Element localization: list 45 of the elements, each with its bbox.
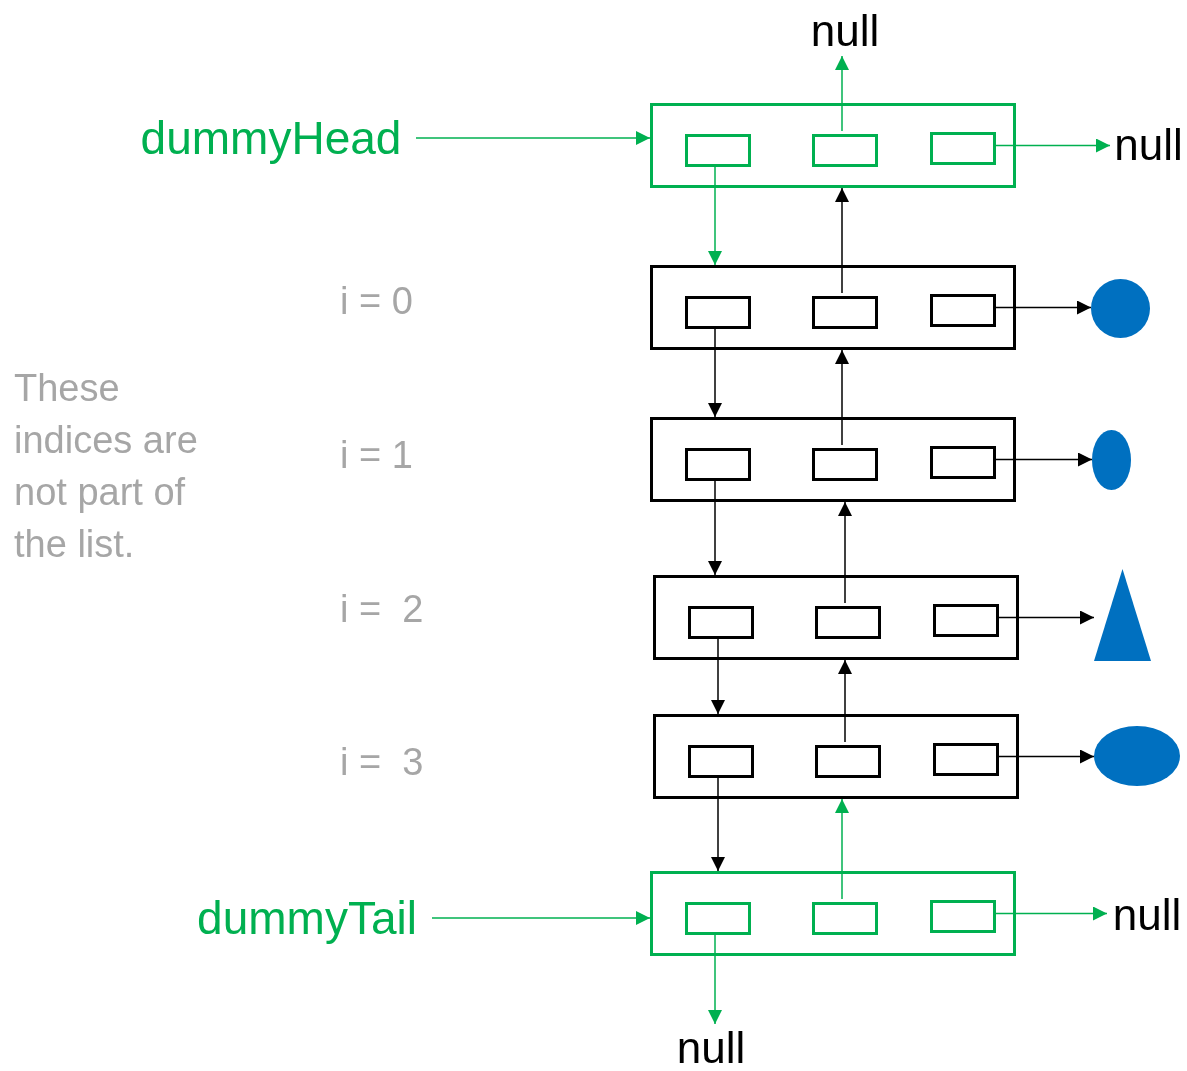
list-node-box [653,714,1019,799]
node-label: null [676,1026,746,1070]
pointer-field [933,604,999,637]
pointer-field [688,745,754,778]
pointer-field [930,446,996,479]
arrow [835,187,849,294]
pointer-field [688,606,754,639]
pointer-field [685,902,751,935]
arrow [835,349,849,446]
pointer-field [930,900,996,933]
node-label: null [810,9,880,53]
arrow [838,659,852,743]
pointer-field [930,132,996,165]
pointer-field [930,294,996,327]
list-node-box [653,575,1019,660]
index-label: i = 1 [340,436,414,474]
arrow [835,55,849,132]
pointer-field [685,134,751,167]
note-text: These indices are not part of the list. [14,366,199,567]
index-label: i = 3 [340,743,425,781]
arrow [838,501,852,604]
pointer-field [685,296,751,329]
triangle-shape [1094,569,1151,661]
node-label: null [1114,123,1183,167]
arrow [415,131,651,145]
pointer-field [812,902,878,935]
pointer-field [685,448,751,481]
list-node-box [650,417,1016,502]
pointer-field [815,745,881,778]
pointer-field [812,448,878,481]
oval-shape [1094,726,1180,786]
index-label: i = 0 [340,282,414,320]
list-node-box [650,871,1016,956]
arrow [835,798,849,900]
node-label: null [1112,893,1182,937]
pointer-field [815,606,881,639]
pointer-field [812,134,878,167]
oval-shape [1091,279,1150,338]
pointer-field [812,296,878,329]
arrow [431,911,651,925]
pointer-field [933,743,999,776]
oval-shape [1092,430,1131,490]
list-node-box [650,103,1016,188]
list-node-box [650,265,1016,350]
index-label: i = 2 [340,590,425,628]
